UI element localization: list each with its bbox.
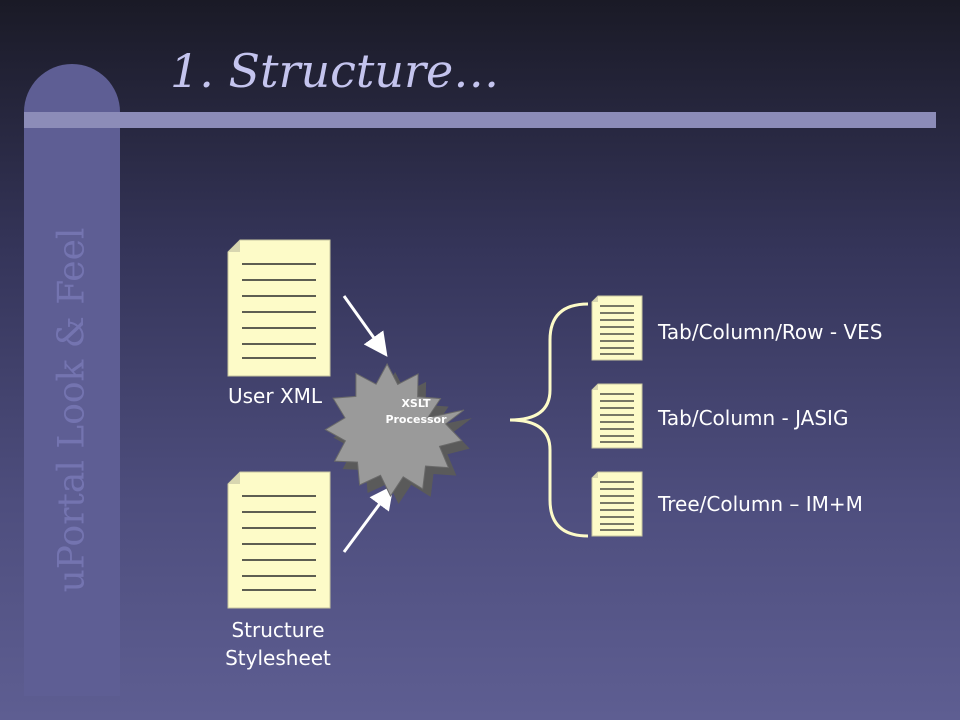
sidebar-band [24, 64, 120, 696]
stylesheet-document-icon [227, 471, 331, 609]
title-underline-bar [24, 112, 936, 128]
processor-label: XSLT Processor [376, 396, 456, 428]
arrow-userxml-to-processor [342, 295, 388, 357]
output-label-jasig: Tab/Column - JASIG [658, 406, 849, 430]
output-label-imm: Tree/Column – IM+M [658, 492, 863, 516]
user-xml-label: User XML [228, 384, 323, 408]
user-xml-document-icon [227, 239, 331, 377]
stylesheet-label-line2: Stylesheet [225, 646, 331, 670]
xslt-processor-starburst-icon [324, 362, 472, 504]
output-document-icon [591, 295, 643, 361]
processor-label-line2: Processor [385, 413, 447, 426]
slide-title: 1. Structure… [170, 44, 500, 98]
output-brace [509, 302, 589, 538]
output-label-ves: Tab/Column/Row - VES [658, 320, 883, 344]
output-document-icon [591, 383, 643, 449]
arrow-stylesheet-to-processor [342, 485, 394, 553]
processor-label-line1: XSLT [401, 397, 431, 410]
output-document-icon [591, 471, 643, 537]
stylesheet-label-line1: Structure [231, 618, 325, 642]
stylesheet-label: Structure Stylesheet [208, 616, 348, 672]
